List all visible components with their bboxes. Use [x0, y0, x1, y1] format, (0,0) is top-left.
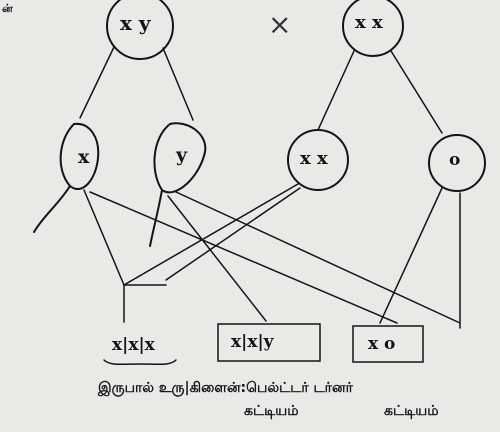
egg-xx-circle — [287, 129, 349, 191]
offspring-turner-label: x o — [368, 334, 396, 354]
caption-klinefelter-syndrome: கட்டியம் — [244, 403, 299, 419]
gamete-x-label: x — [78, 146, 90, 168]
sperm-x-tail — [33, 185, 71, 233]
line-o-to-turner — [379, 187, 443, 324]
line-male-to-x — [79, 46, 115, 119]
line-male-to-y — [162, 47, 194, 121]
egg-o-circle — [428, 134, 486, 192]
male-parent-circle — [106, 0, 174, 60]
line-y-to-xxy — [167, 195, 267, 322]
male-parent-label: x y — [120, 11, 151, 35]
cross-symbol: × — [268, 8, 292, 41]
female-parent-circle — [342, 0, 404, 57]
sperm-y-tail — [149, 189, 163, 247]
line-x-to-turner — [89, 191, 398, 324]
female-parent-label: x x — [355, 12, 383, 33]
offspring-xxx-label: x|x|x — [112, 335, 155, 355]
line-female-to-o — [390, 50, 443, 134]
line-x-to-xxx — [83, 189, 125, 286]
corner-mark: ன் — [2, 2, 13, 15]
offspring-klinefelter-label: x|x|y — [231, 332, 274, 352]
caption-line-1: இருபால் உரு|கிளைன்:பெல்ட்டர் டர்னர் — [98, 380, 353, 396]
sperm-x-shape — [59, 122, 100, 190]
line-xx-to-xxx — [123, 183, 299, 286]
gamete-y-label: y — [176, 144, 188, 166]
offspring-xxx-brace — [103, 359, 177, 366]
sperm-y-shape — [153, 122, 207, 194]
gamete-o-label: o — [449, 150, 461, 170]
caption-turner-syndrome: கட்டியம் — [384, 403, 439, 419]
offspring-klinefelter-box — [217, 323, 321, 362]
line-xx-to-xxy — [165, 187, 301, 281]
line-female-to-xx — [317, 50, 355, 131]
line-y-to-right — [175, 191, 461, 324]
gamete-xx-label: x x — [300, 148, 328, 169]
offspring-turner-box — [352, 325, 424, 363]
